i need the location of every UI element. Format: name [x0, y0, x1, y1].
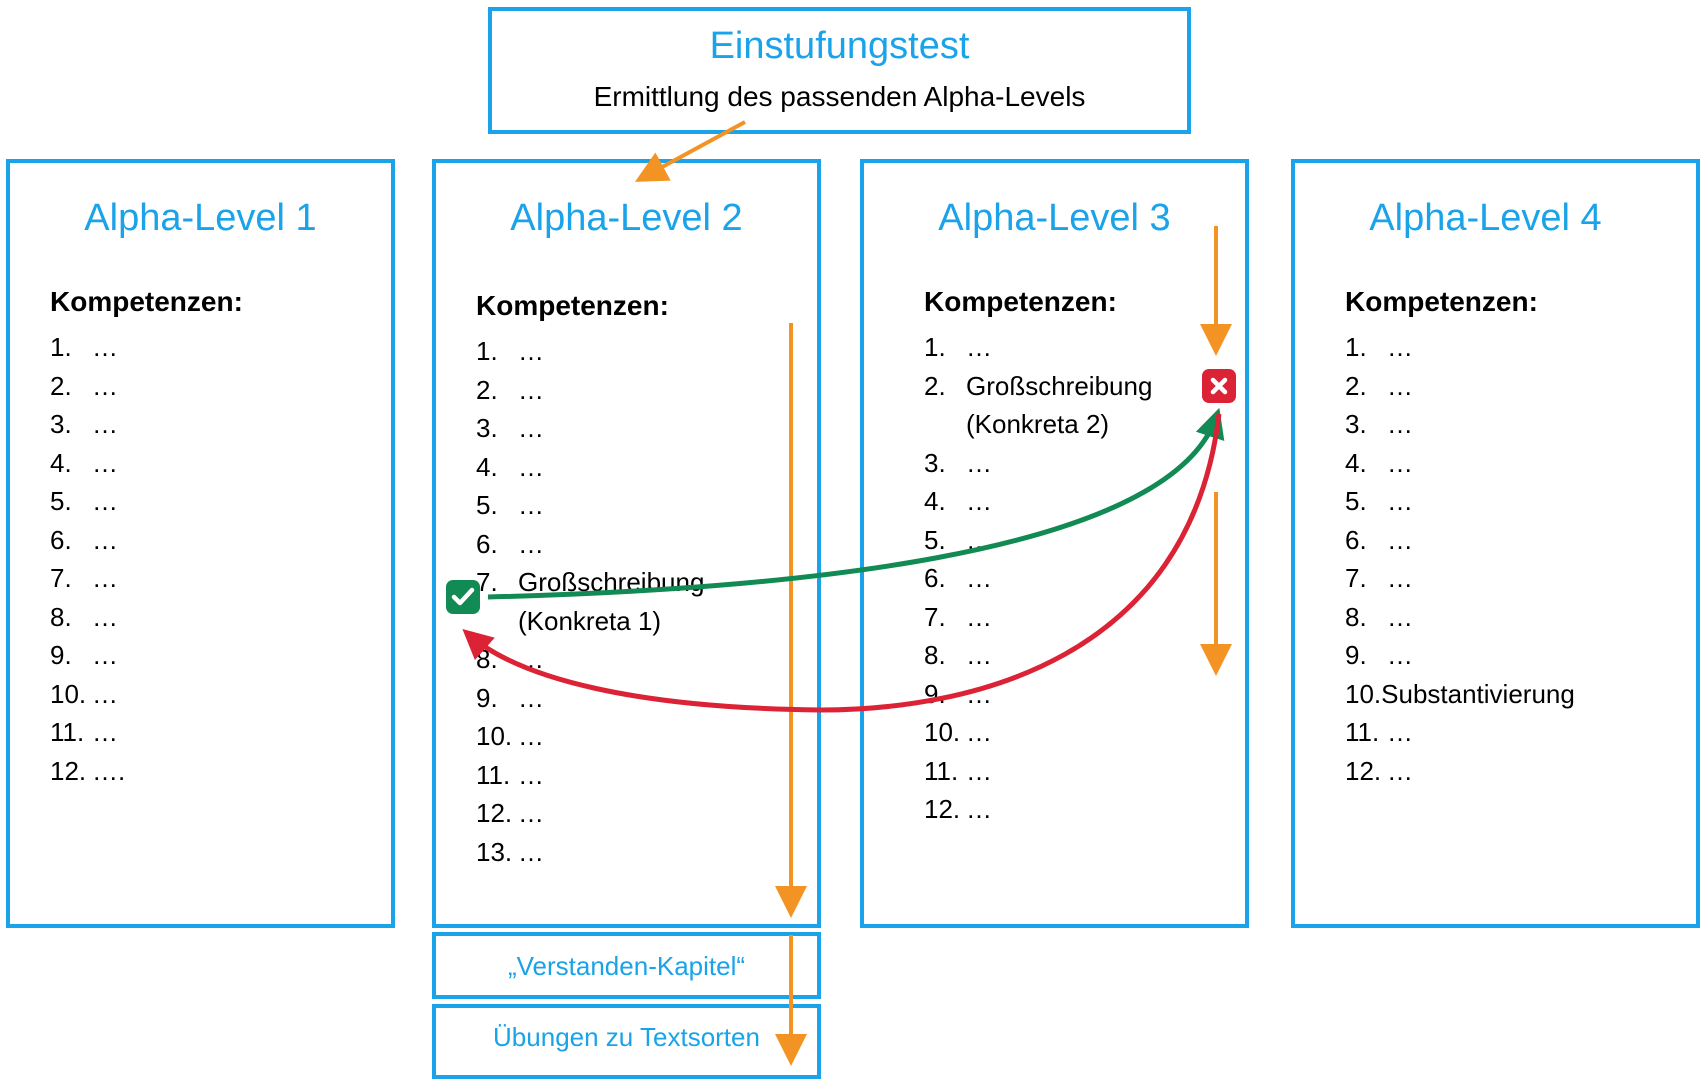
list-item: 4.… [924, 486, 992, 516]
list-item: 11.… [50, 717, 118, 747]
list-item: 8.… [1345, 601, 1413, 632]
list-item: (Konkreta 2) [966, 409, 1110, 439]
list-item: 6.… [50, 524, 118, 555]
list-item: 3.… [476, 413, 544, 443]
list-item: 10.… [924, 717, 992, 747]
list-item: 9.… [1345, 640, 1413, 670]
alpha-level-3-box: Alpha-Level 3 Kompetenzen: 1.… 2.Großsch… [860, 159, 1249, 928]
verstanden-kapitel-label: „Verstanden-Kapitel“ [507, 951, 746, 981]
success-arrow [487, 407, 1225, 600]
list-item: 1.… [1345, 332, 1413, 362]
list-item: 7.… [924, 601, 992, 632]
uebungen-textsorten-label: Übungen zu Textsorten [493, 1022, 760, 1052]
list-item: 6.… [476, 528, 544, 559]
alpha-level-2-competencies-label: Kompetenzen: [476, 290, 669, 321]
alpha-level-1-box: Alpha-Level 1 Kompetenzen: 1.… 2.… 3.… 4… [6, 159, 395, 928]
list-item: (Konkreta 1) [518, 605, 662, 636]
list-item: 2.… [50, 370, 118, 401]
list-item: 10.Substantivierung [1345, 678, 1575, 709]
alpha-level-4-list: 1.… 2.… 3.… 4.… 5.… 6.… 7.… 8.… 9.… 10.S… [1345, 328, 1575, 790]
list-item: 9.… [50, 640, 118, 670]
placement-test-subtitle: Ermittlung des passenden Alpha-Levels [593, 81, 1086, 112]
list-item: 1.… [50, 332, 118, 362]
placement-test-box: Einstufungstest Ermittlung des passenden… [488, 7, 1191, 134]
list-item: 6.… [1345, 524, 1413, 555]
alpha-level-2-title: Alpha-Level 2 [510, 197, 743, 239]
list-item: 9.… [476, 682, 544, 713]
list-item: 4.… [50, 447, 118, 478]
alpha-level-3-competencies-label: Kompetenzen: [924, 286, 1117, 317]
alpha-level-3-list: 1.… 2.Großschreibung (Konkreta 2) 3.… 4.… [924, 328, 1152, 829]
list-item: 8.… [50, 601, 118, 632]
list-item: 1.… [924, 332, 992, 362]
failure-arrow [462, 413, 1222, 713]
list-item: 2.… [1345, 370, 1413, 401]
alpha-level-4-competencies-label: Kompetenzen: [1345, 286, 1538, 317]
check-icon [446, 580, 480, 614]
cross-icon [1202, 369, 1236, 403]
alpha-level-3-title: Alpha-Level 3 [938, 197, 1171, 239]
alpha-level-1-title: Alpha-Level 1 [84, 197, 317, 239]
list-item: 5.… [476, 490, 544, 520]
list-item: 3.… [1345, 409, 1413, 439]
placement-test-title: Einstufungstest [709, 25, 970, 67]
list-item: 2.… [476, 374, 544, 405]
list-item: 13.… [476, 836, 544, 867]
list-item: 6.… [924, 563, 992, 593]
list-item: 7.… [1345, 563, 1413, 593]
list-item: 2.Großschreibung [924, 370, 1153, 401]
verstanden-kapitel-box: „Verstanden-Kapitel“ [432, 932, 821, 999]
list-item: 4.… [476, 451, 544, 482]
list-item: 11.… [924, 755, 992, 786]
list-item: 12.… [1345, 755, 1413, 786]
list-item: 12.… [924, 794, 992, 824]
list-item: 12.…. [50, 755, 126, 786]
list-item: 4.… [1345, 447, 1413, 478]
list-item: 7.… [50, 563, 118, 593]
uebungen-textsorten-box: Übungen zu Textsorten [432, 1004, 821, 1079]
alpha-level-4-box: Alpha-Level 4 Kompetenzen: 1.… 2.… 3.… 4… [1291, 159, 1700, 928]
list-item: 10.… [50, 678, 118, 709]
alpha-level-4-title: Alpha-Level 4 [1369, 197, 1602, 239]
list-item: 10.… [476, 721, 544, 751]
alpha-level-2-box: Alpha-Level 2 Kompetenzen: 1.… 2.… 3.… 4… [432, 159, 821, 928]
list-item: 8.… [924, 640, 992, 670]
list-item: 11.… [476, 759, 544, 790]
alpha-level-1-competencies-label: Kompetenzen: [50, 286, 243, 317]
alpha-level-1-list: 1.… 2.… 3.… 4.… 5.… 6.… 7.… 8.… 9.… 10.…… [50, 328, 125, 790]
list-item: 11.… [1345, 717, 1413, 747]
placement-arrow [634, 120, 746, 182]
list-item: 12.… [476, 798, 544, 828]
list-item: 3.… [50, 409, 118, 439]
list-item: 5.… [1345, 486, 1413, 516]
list-item: 1.… [476, 336, 544, 366]
list-item: 5.… [50, 486, 118, 516]
list-item: 3.… [924, 447, 992, 478]
